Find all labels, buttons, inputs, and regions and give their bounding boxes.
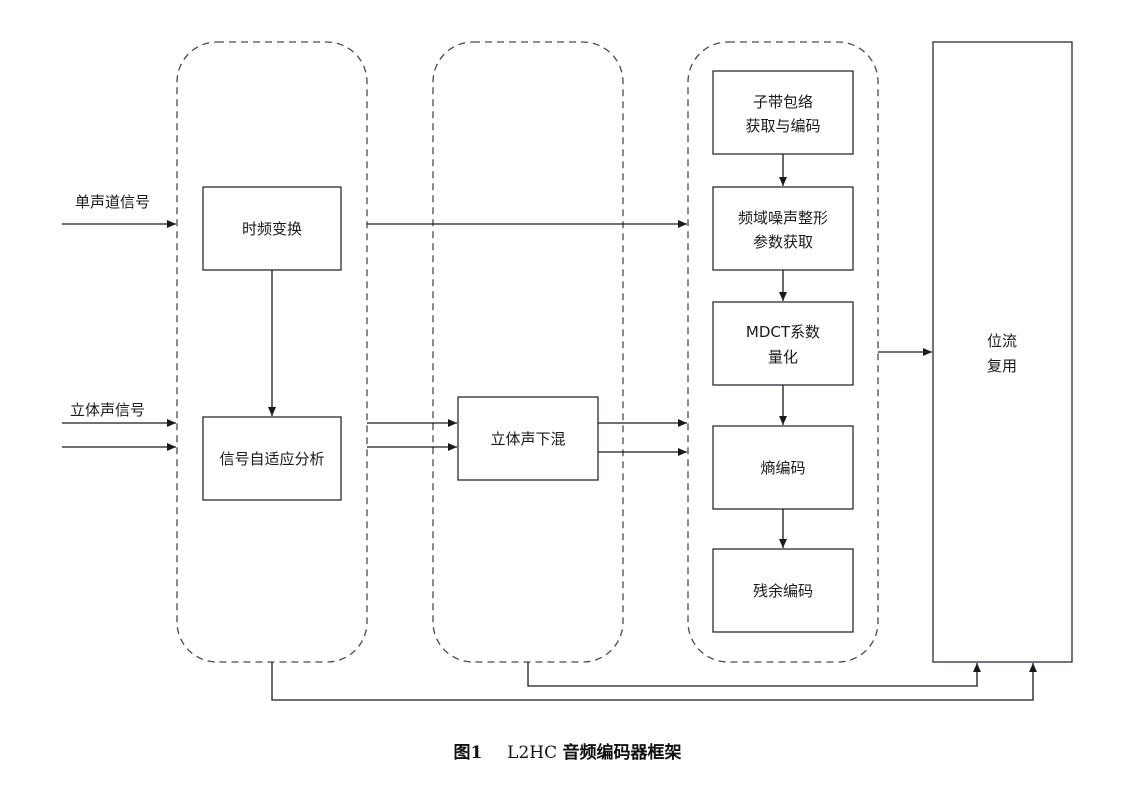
arrow-analysis-side-to-mux [271,662,1037,701]
noise-shaping-label-2: 参数获取 [753,233,813,251]
residual-coding-label: 残余编码 [753,582,813,600]
group-downmix [432,41,624,663]
subband-envelope-box [712,70,854,155]
figure-caption: 图1 L2HC 音频编码器框架 [0,738,1135,763]
arrow-downmix-side-to-mux [527,662,981,687]
entropy-coding-label: 熵编码 [760,459,805,477]
stereo-signal-label: 立体声信号 [70,401,145,419]
subband-envelope-label-2: 获取与编码 [745,117,820,135]
mdct-quant-box [712,301,854,386]
tf-transform-box [202,186,342,271]
stereo-downmix-label: 立体声下混 [490,430,565,448]
bitstream-mux-box [932,41,1073,663]
stereo-downmix-box [457,396,599,481]
residual-coding-box [712,548,854,633]
entropy-coding-box [712,425,854,510]
mdct-quant-label-2: 量化 [768,348,798,366]
bitstream-mux-label-2: 复用 [987,357,1017,375]
noise-shaping-label-1: 频域噪声整形 [738,209,828,227]
adaptive-analysis-box [202,416,342,501]
figure-title-text: 音频编码器框架 [562,743,682,763]
subband-envelope-label-1: 子带包络 [753,93,813,111]
figure-title-code: L2HC [507,743,558,763]
bitstream-mux-label-1: 位流 [987,332,1017,350]
group-coding [687,41,879,663]
adaptive-analysis-label: 信号自适应分析 [219,450,324,468]
figure-number: 图1 [453,743,483,763]
mono-signal-label: 单声道信号 [75,193,150,211]
mdct-quant-label-1: MDCT系数 [746,323,820,341]
tf-transform-label: 时频变换 [242,220,302,238]
noise-shaping-box [712,186,854,271]
